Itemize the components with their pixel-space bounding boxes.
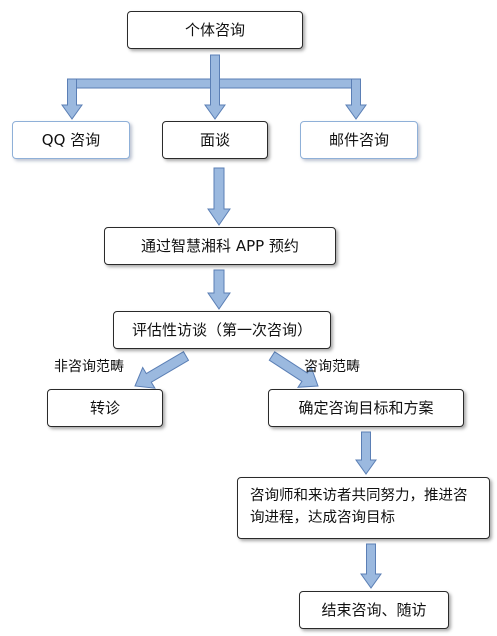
node-end-followup-label: 结束咨询、随访 [321,600,427,619]
node-referral-label: 转诊 [89,398,120,417]
node-assessment-interview: 评估性访谈（第一次咨询） [113,311,331,349]
arrow-to-goal-plan [268,351,319,388]
node-referral: 转诊 [47,389,163,427]
arrow-plan-to-process [355,431,377,475]
node-interview: 面谈 [162,121,268,159]
arrow-process-to-end [360,543,382,589]
edge-label-scope: 咨询范畴 [304,359,360,375]
node-qq-counseling-label: QQ 咨询 [41,130,101,149]
arrow-to-referral [134,351,190,389]
node-qq-counseling: QQ 咨询 [12,121,130,159]
node-counseling-process-label: 咨询师和来访者共同努力，推进咨询进程，达成咨询目标 [250,488,468,526]
node-counseling-process: 咨询师和来访者共同努力，推进咨询进程，达成咨询目标 [237,477,490,539]
node-assessment-interview-label: 评估性访谈（第一次咨询） [131,320,312,339]
node-app-booking-label: 通过智慧湘科 APP 预约 [141,236,299,255]
arrow-to-interview [204,54,226,120]
node-goal-plan-label: 确定咨询目标和方案 [298,398,434,417]
node-email-counseling-label: 邮件咨询 [328,130,389,149]
edge-label-non-scope: 非咨询范畴 [54,359,124,375]
arrow-interview-to-booking [207,167,231,226]
arrow-booking-to-assessment [207,269,231,310]
arrow-to-qq [61,78,83,120]
node-end-followup: 结束咨询、随访 [299,591,449,629]
node-goal-plan: 确定咨询目标和方案 [268,389,464,427]
node-interview-label: 面谈 [199,130,230,149]
node-individual-counseling-label: 个体咨询 [184,20,245,39]
node-individual-counseling: 个体咨询 [127,11,303,49]
node-email-counseling: 邮件咨询 [300,121,418,159]
arrow-to-email [345,78,367,120]
node-app-booking: 通过智慧湘科 APP 预约 [104,227,336,265]
